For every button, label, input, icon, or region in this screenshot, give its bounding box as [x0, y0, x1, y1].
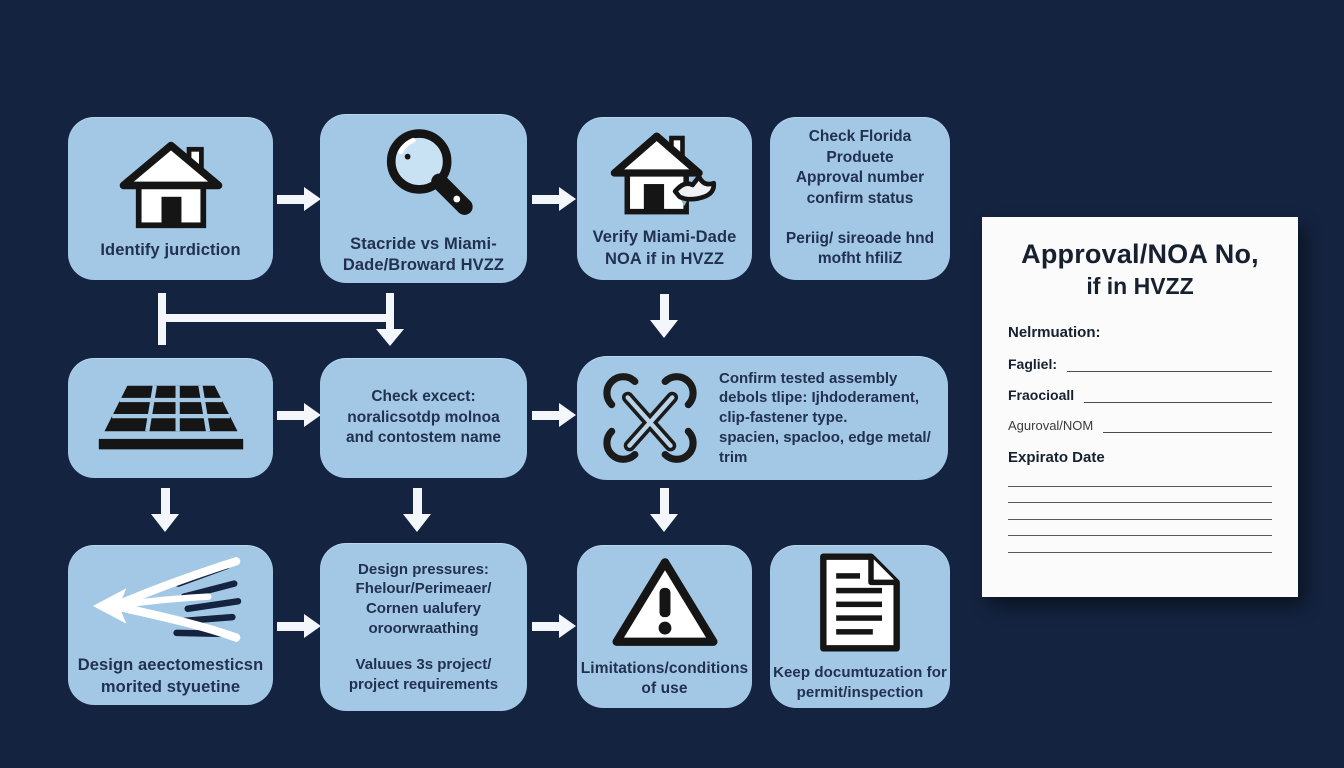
blank-line [1008, 470, 1272, 487]
field-underline [1067, 357, 1272, 372]
arrow-right-icon [277, 187, 321, 211]
arrow-right-icon [277, 614, 321, 638]
arrow-right-icon [532, 403, 576, 427]
field-label: Fagliel: [1008, 356, 1058, 372]
arrow-right-icon [277, 403, 321, 427]
node-label: Identify jurdiction [100, 240, 241, 259]
paper-subtitle: if in HVZZ [1086, 273, 1194, 299]
blank-line [1008, 520, 1272, 536]
node-label: Stacride vs Miami- Dade/Broward HVZZ [342, 234, 505, 274]
expiry-label: Expirato Date [1008, 449, 1105, 466]
flow-node-confirm-assembly: Confirm tested assembly debols tlipe: Ij… [577, 356, 948, 480]
field-underline [1084, 388, 1272, 403]
node-text: Design pressures: Fhelour/Perimeaer/ Cor… [355, 560, 492, 637]
flow-node-design-pressures: Design pressures: Fhelour/Perimeaer/ Cor… [320, 543, 527, 711]
flow-node-check-except: Check excect: noralicsotdp molnoa and co… [320, 358, 527, 478]
warning-triangle-icon [611, 557, 718, 646]
blank-line [1008, 487, 1272, 503]
flow-node-keep-documentation: Keep documtuzation for permit/inspection [770, 545, 950, 708]
field-label: Fraocioall [1008, 387, 1075, 403]
flow-node-identify-jurisdiction: Identify jurdiction [68, 117, 273, 280]
form-field: Fagliel: [1008, 356, 1272, 372]
flow-node-verify-noa: Verify Miami-Dade NOA if in HVZZ [577, 117, 752, 280]
blank-line [1008, 536, 1272, 553]
field-label: Aguroval/NOM [1008, 418, 1094, 433]
arrow-down-icon [376, 329, 404, 346]
arrow-right-icon [532, 614, 576, 638]
house-icon [119, 141, 222, 229]
paper-title: Approval/NOA No, [1021, 239, 1259, 269]
form-field: Aguroval/NOM [1008, 418, 1272, 433]
connector-line [386, 293, 394, 331]
flow-node-design-aero: Design aeectomesticsn morited styuetine [68, 545, 273, 705]
crossed-wrenches-icon [603, 373, 697, 463]
flow-node-statewide-vs-hvzz: Stacride vs Miami- Dade/Broward HVZZ [320, 114, 527, 283]
node-label: Design aeectomesticsn morited styuetine [77, 656, 264, 696]
node-text: Confirm tested assembly debols tlipe: Ij… [719, 369, 931, 466]
form-field: Fraocioall [1008, 387, 1272, 403]
blank-line [1008, 503, 1272, 520]
wind-arrow-icon [92, 557, 241, 643]
noa-form-paper: Approval/NOA No, if in HVZZ Nelrmuation:… [982, 217, 1298, 597]
field-underline [1103, 418, 1272, 433]
arrow-right-icon [532, 187, 576, 211]
node-text: Check Florida Produete Approval number c… [795, 128, 925, 207]
flow-node-limitations: Limitations/conditions of use [577, 545, 752, 708]
flow-node-roof-system [68, 358, 273, 478]
node-text: Periig/ sireoade hnd mofht hfiliZ [785, 229, 935, 268]
magnifier-icon [386, 129, 473, 215]
house-check-icon [610, 132, 716, 215]
connector-line [158, 314, 394, 322]
node-label: Keep documtuzation for permit/inspection [773, 664, 947, 701]
document-icon [820, 553, 900, 652]
node-label: Verify Miami-Dade NOA if in HVZZ [592, 228, 737, 268]
flow-node-check-florida-approval: Check Florida Produete Approval number c… [770, 117, 950, 280]
node-text: Valuues 3s project/ project requirements [348, 655, 499, 693]
solar-panel-icon [98, 385, 243, 450]
node-text: Check excect: noralicsotdp molnoa and co… [345, 388, 502, 447]
blank-lines [1008, 470, 1272, 553]
paper-section-label: Nelrmuation: [1008, 324, 1101, 341]
node-label: Limitations/conditions of use [580, 659, 749, 697]
